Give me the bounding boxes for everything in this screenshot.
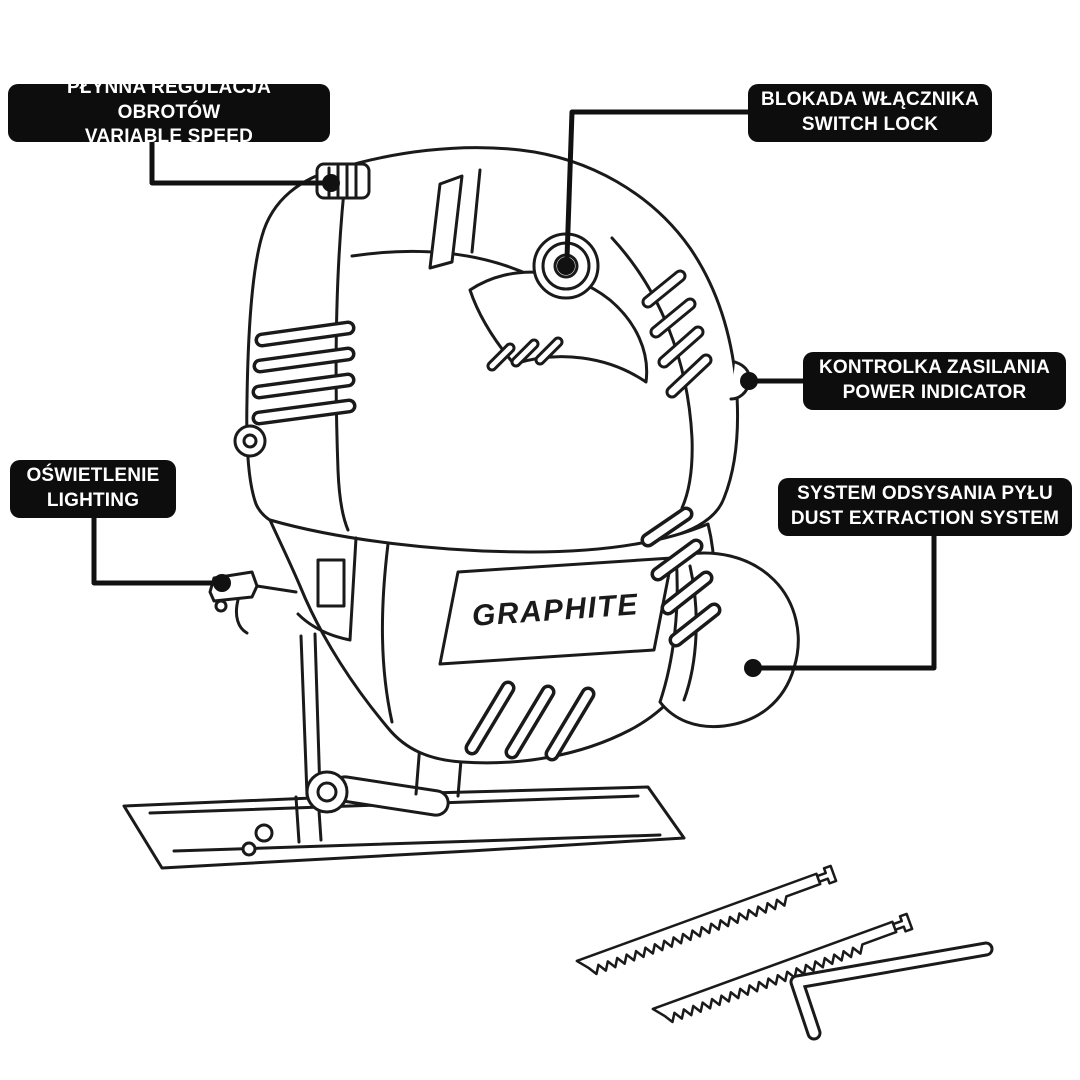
detail-ridge (255, 376, 352, 396)
detail-ridge (256, 350, 352, 370)
shoe-screw (254, 823, 274, 843)
connector-switch-lock (564, 109, 753, 261)
handle-seam (428, 174, 464, 270)
detail-ridge (468, 684, 512, 752)
callout-switch-lock: BLOKADA WŁĄCZNIKA SWITCH LOCK (748, 84, 992, 142)
callout-connectors (91, 109, 937, 677)
detail-ridge (652, 300, 694, 336)
logo-panel: GRAPHITE (438, 556, 674, 666)
label-pl: PŁYNNA REGULACJA OBROTÓW (66, 76, 272, 123)
detail-ridge (644, 510, 690, 544)
shoe-screw (241, 841, 257, 857)
detail-ridge (654, 542, 700, 578)
label-pl: OŚWIETLENIE (26, 465, 160, 487)
detail-ridge (660, 328, 702, 366)
saw-blade-accessory-1 (575, 864, 838, 976)
front-screw (233, 424, 267, 458)
point-switch-lock (557, 257, 575, 275)
hex-key (789, 941, 994, 1041)
connector-variable-speed (149, 137, 325, 186)
saw-blade-mounted (299, 632, 322, 797)
detail-ridge (644, 272, 684, 306)
blade-body (575, 872, 822, 976)
label-en: POWER INDICATOR (842, 382, 1027, 403)
detail-ridge (548, 690, 592, 758)
callout-lighting: OŚWIETLENIE LIGHTING (10, 460, 176, 518)
label-en: VARIABLE SPEED (84, 126, 254, 148)
point-power-indicator (740, 372, 758, 390)
point-dust-extraction (744, 659, 762, 677)
jigsaw-drawing: GRAPHITE (122, 146, 800, 870)
base-plate (122, 785, 686, 870)
callout-dust-extraction: SYSTEM ODSYSANIA PYŁU DUST EXTRACTION SY… (778, 478, 1072, 536)
label-en: LIGHTING (46, 490, 140, 511)
callout-power-indicator: KONTROLKA ZASILANIA POWER INDICATOR (803, 352, 1066, 410)
callout-variable-speed: PŁYNNA REGULACJA OBROTÓW VARIABLE SPEED (8, 77, 330, 147)
detail-ridge (537, 339, 561, 363)
detail-ridge (513, 341, 537, 365)
front-lower-seam (380, 542, 394, 724)
accessories (575, 864, 994, 1041)
blade-t-shank (816, 864, 838, 885)
guide-roller (316, 781, 338, 803)
detail-ridge (489, 345, 513, 369)
grip-seam (334, 170, 350, 532)
detail-ridge (664, 574, 710, 612)
label-en: SWITCH LOCK (801, 114, 939, 135)
label-pl: KONTROLKA ZASILANIA (818, 357, 1051, 379)
label-pl: BLOKADA WŁĄCZNIKA (761, 89, 979, 111)
blade-t-shank (892, 912, 914, 933)
motor-seam (610, 236, 694, 510)
saw-blade-accessory-2 (651, 912, 914, 1024)
gear-housing-seam (296, 536, 358, 642)
detail-ridge (672, 606, 718, 644)
surface-details (251, 269, 722, 762)
label-en: DUST EXTRACTION SYSTEM (790, 508, 1060, 529)
connector-lighting (91, 513, 217, 586)
detail-ridge (508, 688, 552, 756)
point-lighting (213, 574, 231, 592)
label-pl: SYSTEM ODSYSANIA PYŁU (797, 483, 1053, 505)
detail-ridge (258, 324, 352, 344)
connector-dust-extraction (757, 531, 937, 671)
point-variable-speed (322, 174, 340, 192)
gear-slot (316, 558, 346, 608)
detail-ridge (668, 356, 710, 396)
blade-and-guide (299, 632, 464, 817)
detail-ridge (255, 402, 353, 422)
blade-body (651, 920, 898, 1024)
